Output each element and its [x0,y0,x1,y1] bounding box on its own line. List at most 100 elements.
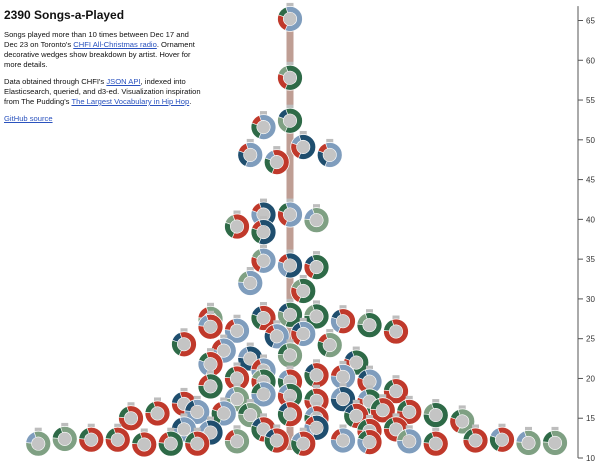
ornament[interactable] [277,2,303,32]
ornament-cap [246,399,254,404]
pudding-article-link[interactable]: The Largest Vocabulary in Hip Hop [71,96,190,106]
ornament[interactable] [277,379,303,409]
ornament[interactable] [224,383,250,413]
ornament[interactable] [369,394,396,424]
ornament-center [469,434,482,447]
ornament-center [376,403,390,417]
ornament[interactable] [316,138,343,168]
ornament[interactable] [237,138,264,168]
ornament[interactable] [277,104,303,134]
ornament[interactable] [303,359,330,389]
ornament[interactable] [277,298,303,328]
ornament[interactable] [277,398,303,428]
ornament[interactable] [224,425,250,455]
ornament[interactable] [290,130,317,160]
ornament[interactable] [330,424,356,454]
ornament-cap [286,339,294,344]
ornament[interactable] [25,427,52,457]
ornament[interactable] [118,402,144,432]
ornament[interactable] [210,397,237,427]
ornament[interactable] [184,395,211,425]
ornament[interactable] [356,309,383,339]
ornament[interactable] [489,423,515,453]
ornament-rim [277,252,303,279]
ornament-rim [250,219,277,245]
ornament[interactable] [104,423,131,453]
ornament-center [429,437,443,451]
ornament[interactable] [250,216,277,245]
ornament[interactable] [250,378,277,408]
ornament-center [257,254,270,268]
ornament-rim [316,332,343,358]
github-source-link[interactable]: GitHub source [4,113,53,123]
ornament-cap [299,427,307,432]
ornament-center [270,329,284,343]
ornament-rim [396,428,423,455]
ornament-cap [61,422,69,427]
ornament[interactable] [290,427,317,457]
ornament[interactable] [277,249,303,279]
ornament[interactable] [250,244,277,274]
ornament[interactable] [263,320,290,350]
ornament[interactable] [197,348,224,378]
ornament[interactable] [356,426,383,455]
ornament[interactable] [542,426,568,456]
ornament[interactable] [51,422,78,452]
ornament[interactable] [515,426,542,456]
ornament[interactable] [250,111,277,140]
ornament[interactable] [303,204,330,234]
ornament[interactable] [78,423,105,453]
ornament[interactable] [263,146,290,175]
tree-trunk [286,7,294,451]
ornament[interactable] [144,397,171,427]
ornament-rim [184,398,211,425]
ornament[interactable] [383,315,409,345]
ornament[interactable] [184,427,211,457]
ornament[interactable] [303,300,330,330]
ornament-cap [207,310,214,315]
description-text-2: . Ornament decorative wedges show breakd… [4,39,195,69]
chfi-radio-link[interactable]: CHFI All-Christmas radio [73,39,157,49]
ornament[interactable] [277,198,303,228]
y-axis-tick-label: 45 [586,176,595,185]
ornament-rim [369,397,396,424]
ornament[interactable] [316,329,343,358]
ornament-center [270,434,284,447]
ornament[interactable] [290,317,317,347]
ornament[interactable] [449,405,476,435]
ornament[interactable] [197,310,224,340]
ornament[interactable] [250,302,277,331]
ornament-rim [197,313,224,340]
ornament[interactable] [422,399,449,428]
ornament[interactable] [157,427,184,457]
ornament[interactable] [422,427,449,457]
json-api-link[interactable]: JSON API [106,76,141,86]
ornament-cap [260,111,267,116]
ornament[interactable] [224,314,250,344]
ornament-rim [356,429,383,455]
ornament[interactable] [383,375,409,405]
ornament-cap [273,424,281,429]
ornament[interactable] [303,251,330,280]
y-axis-tick: 35 [578,255,595,264]
ornament[interactable] [237,267,264,296]
ornament[interactable] [396,425,423,455]
ornament[interactable] [171,328,197,358]
ornament-center [124,411,138,425]
ornament[interactable] [330,305,356,335]
ornament-rim [383,378,409,405]
ornament[interactable] [277,61,303,91]
ornament[interactable] [224,210,250,240]
ornament-cap [458,405,466,410]
ornament-rim [25,430,52,457]
ornament[interactable] [197,370,224,400]
ornament-cap [193,395,201,400]
ornament-center [296,140,310,154]
ornament[interactable] [356,365,383,395]
ornament[interactable] [263,424,290,454]
ornament[interactable] [290,274,317,304]
ornament[interactable] [396,395,423,425]
ornament-center [363,318,376,332]
ornament[interactable] [131,428,158,458]
ornament[interactable] [462,424,489,454]
